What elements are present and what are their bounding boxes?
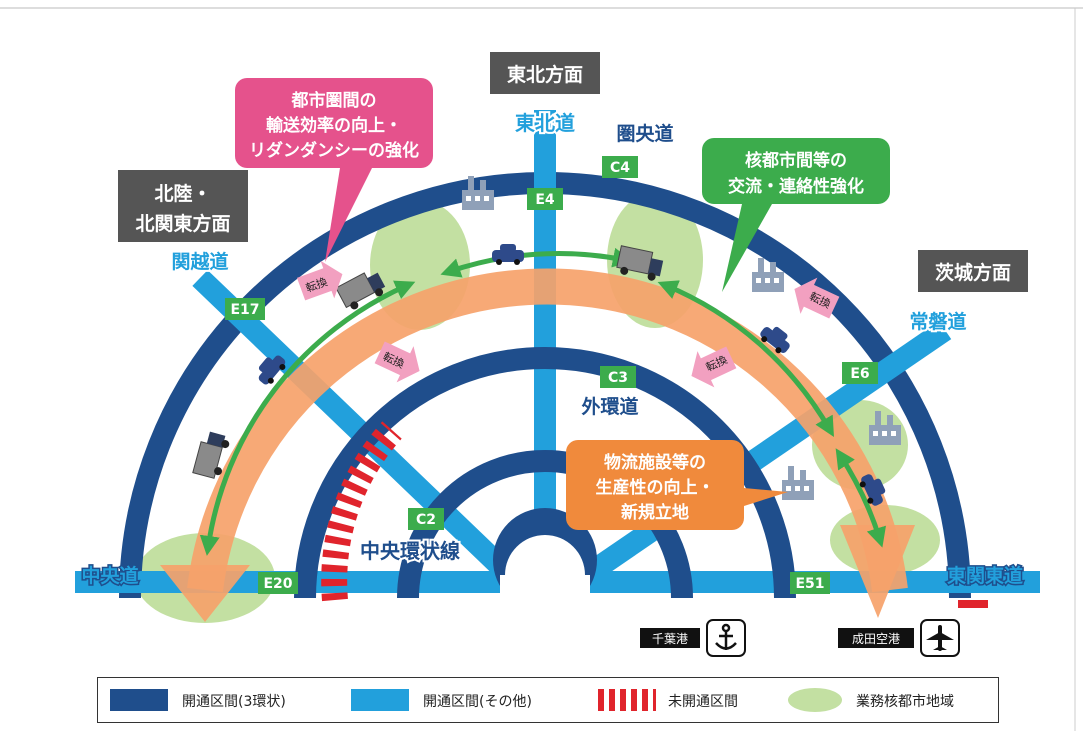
badge-e20: E20 (263, 576, 292, 592)
truck-icon (192, 431, 230, 479)
shift-arrow-icon: 転換 (794, 277, 840, 319)
svg-text:都市圏間の: 都市圏間の (291, 90, 377, 111)
road-label-ken-o: 圏央道 (616, 122, 673, 145)
legend-swatch-unopened (598, 689, 656, 711)
airplane-icon (926, 625, 954, 651)
badge-c3: C3 (608, 370, 628, 386)
legend-label-other: 開通区間(その他) (423, 694, 532, 710)
svg-text:物流施設等の: 物流施設等の (604, 452, 706, 473)
svg-text:生産性の向上・: 生産性の向上・ (596, 477, 715, 498)
legend-label-business-core: 業務核都市地域 (856, 694, 954, 710)
truck-icon (335, 272, 386, 310)
car-icon (492, 244, 524, 265)
badge-e6: E6 (850, 366, 869, 382)
factory-icon (462, 176, 494, 210)
road-label-gaikan: 外環道 (581, 395, 638, 418)
road-label-chuo: 中央道 (81, 564, 138, 587)
logistics-arrowhead-east (840, 525, 915, 618)
center-hub (493, 508, 597, 615)
shift-arrow-icon: 転換 (374, 341, 420, 383)
legend-swatch-three-rings (110, 689, 168, 711)
legend-label-three-rings: 開通区間(3環状) (182, 694, 286, 710)
svg-text:千葉港: 千葉港 (652, 632, 688, 646)
route-code-badges: C4 E4 E17 E6 C3 C2 E20 E51 (225, 156, 878, 594)
badge-e51: E51 (795, 576, 824, 592)
factory-icon (782, 466, 814, 500)
car-icon (258, 355, 286, 385)
factory-icon (869, 411, 901, 445)
road-label-higashi-kanto: 東関東道 (947, 564, 1023, 587)
svg-text:成田空港: 成田空港 (852, 632, 900, 646)
road-label-chuo-kanjo: 中央環状線 (360, 539, 460, 563)
legend-label-unopened: 未開通区間 (668, 694, 738, 710)
svg-text:東北方面: 東北方面 (507, 63, 583, 86)
legend-swatch-other (351, 689, 409, 711)
badge-c4: C4 (610, 160, 630, 176)
port-narita: 成田空港 (838, 619, 960, 657)
badge-c2: C2 (416, 512, 436, 528)
car-icon (859, 474, 886, 506)
road-label-kanetsu: 関越道 (171, 250, 228, 273)
badge-e4: E4 (535, 192, 555, 208)
svg-text:北関東方面: 北関東方面 (135, 212, 230, 235)
anchor-icon (715, 623, 737, 650)
svg-text:交流・連絡性強化: 交流・連絡性強化 (728, 176, 864, 197)
badge-e17: E17 (230, 302, 259, 318)
svg-text:輸送効率の向上・: 輸送効率の向上・ (266, 115, 402, 136)
callout-connectivity: 核都市間等の 交流・連絡性強化 (702, 138, 890, 292)
svg-text:リダンダンシーの強化: リダンダンシーの強化 (249, 140, 419, 161)
callout-productivity: 物流施設等の 生産性の向上・ 新規立地 (566, 440, 788, 530)
svg-text:新規立地: 新規立地 (621, 502, 689, 523)
road-label-tohoku: 東北道 (515, 111, 575, 135)
callout-redundancy: 都市圏間の 輸送効率の向上・ リダンダンシーの強化 (235, 78, 433, 262)
unopened-section-east (958, 600, 988, 608)
car-icon (760, 326, 790, 354)
direction-tohoku: 東北方面 (490, 52, 600, 94)
road-labels: 東北道 圏央道 関越道 常磐道 外環道 中央環状線 中央道 東関東道 (80, 109, 1025, 589)
direction-ibaraki: 茨城方面 (918, 250, 1028, 292)
factory-icon (752, 258, 784, 292)
road-label-joban: 常磐道 (909, 310, 966, 333)
connection-arrows (199, 247, 886, 556)
svg-text:核都市間等の: 核都市間等の (745, 150, 847, 171)
svg-text:茨城方面: 茨城方面 (935, 261, 1011, 284)
direction-hokuriku: 北陸・ 北関東方面 (118, 170, 248, 242)
logistics-arrowhead-west (160, 565, 250, 622)
legend: 開通区間(3環状) 開通区間(その他) 未開通区間 業務核都市地域 (97, 677, 999, 723)
svg-text:北陸・: 北陸・ (154, 182, 211, 205)
shift-arrow-icon: 転換 (691, 346, 737, 388)
legend-swatch-business-core (788, 688, 842, 712)
truck-icon (616, 245, 664, 281)
ring-c2 (397, 450, 693, 599)
port-chiba: 千葉港 (640, 619, 746, 657)
shift-arrow-icon: 転換 (296, 260, 343, 301)
